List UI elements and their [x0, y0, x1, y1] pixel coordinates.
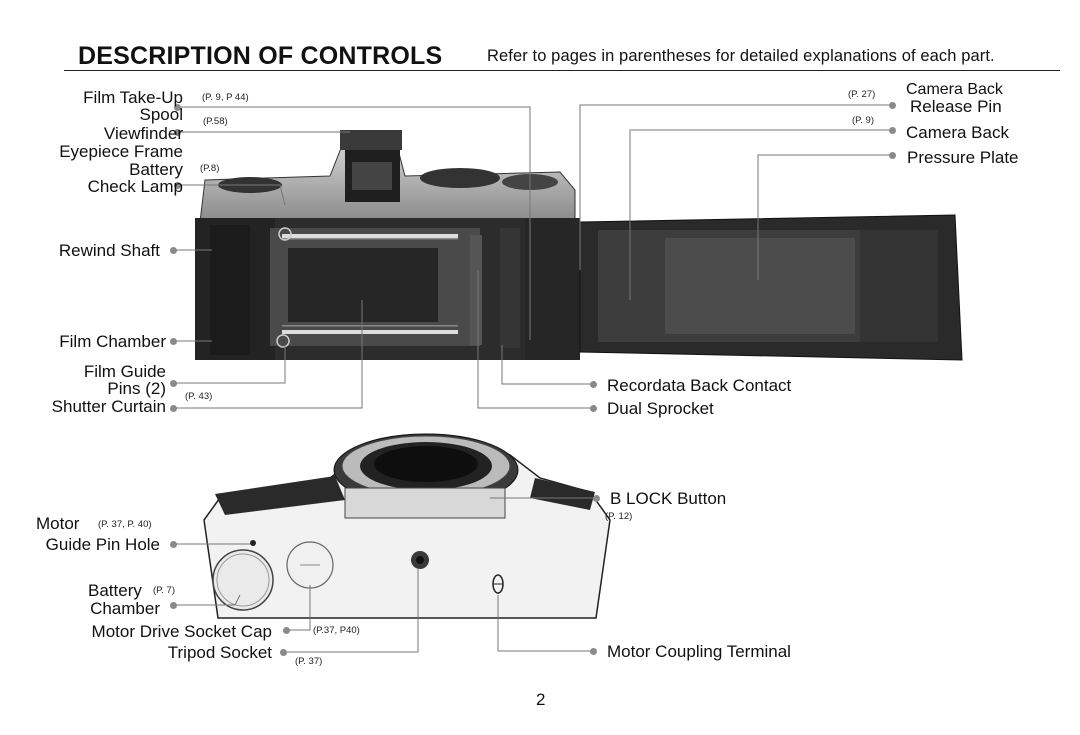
- ref-film-takeup: (P. 9, P 44): [202, 92, 249, 103]
- label-motor: Motor: [36, 514, 80, 533]
- leader-dot: [590, 405, 597, 412]
- leader-dot: [170, 338, 177, 345]
- title-rule: [64, 70, 1060, 71]
- label-chamber: Chamber: [90, 599, 160, 618]
- label-dual-sprocket: Dual Sprocket: [607, 399, 714, 418]
- ref-viewfinder: (P.58): [203, 116, 228, 127]
- leader-dot: [889, 127, 896, 134]
- label-camera-back-release-2: Release Pin: [910, 97, 1002, 116]
- page-subtitle: Refer to pages in parentheses for detail…: [487, 47, 995, 65]
- leader-dot: [590, 381, 597, 388]
- leader-dot: [283, 627, 290, 634]
- leader-dot: [170, 380, 177, 387]
- label-check-lamp: Check Lamp: [87, 177, 183, 196]
- leader-dot: [174, 182, 181, 189]
- label-battery-top: Battery: [129, 160, 183, 179]
- ref-film-guide: (P. 43): [185, 391, 213, 402]
- label-battery-bottom: Battery: [88, 581, 142, 600]
- leader-dot: [889, 102, 896, 109]
- label-pins: Pins (2): [107, 379, 166, 398]
- label-motor-drive-socket-cap: Motor Drive Socket Cap: [91, 622, 272, 641]
- camera-rear-view: [195, 130, 963, 361]
- ref-camera-back-release: (P. 27): [848, 89, 876, 100]
- leader-dot: [280, 649, 287, 656]
- camera-bottom-view: [203, 433, 611, 619]
- label-pressure-plate: Pressure Plate: [907, 148, 1019, 167]
- leader-dot: [590, 648, 597, 655]
- leader-dot: [170, 405, 177, 412]
- label-recordata: Recordata Back Contact: [607, 376, 792, 395]
- leader-lines: [176, 104, 893, 653]
- label-camera-back: Camera Back: [906, 123, 1009, 142]
- ref-b-lock: (P. 12): [605, 511, 633, 522]
- label-motor-coupling-terminal: Motor Coupling Terminal: [607, 642, 791, 661]
- label-eyepiece-frame: Eyepiece Frame: [59, 142, 183, 161]
- label-tripod-socket: Tripod Socket: [167, 643, 272, 662]
- leader-dot: [889, 152, 896, 159]
- label-film-guide: Film Guide: [83, 362, 166, 381]
- leader-dot: [174, 129, 181, 136]
- label-rewind-shaft: Rewind Shaft: [58, 241, 160, 260]
- label-viewfinder: Viewfinder: [103, 124, 183, 143]
- ref-motor: (P. 37, P. 40): [98, 519, 152, 530]
- page-number: 2: [536, 690, 546, 709]
- leader-dot: [593, 495, 600, 502]
- leader-dot: [170, 247, 177, 254]
- label-film-chamber: Film Chamber: [59, 332, 166, 351]
- label-spool: Spool: [139, 105, 183, 124]
- ref-tripod-socket: (P. 37): [295, 656, 323, 667]
- ref-camera-back: (P. 9): [852, 115, 875, 126]
- ref-battery-top: (P.8): [200, 163, 220, 174]
- label-b-lock: B LOCK Button: [610, 489, 727, 508]
- ref-motor-drive-socket-cap: (P.37, P40): [313, 625, 360, 636]
- ref-battery-bottom: (P. 7): [153, 585, 176, 596]
- label-guide-pin-hole: Guide Pin Hole: [45, 535, 160, 554]
- leader-dot: [170, 602, 177, 609]
- label-film-takeup: Film Take-Up: [83, 88, 183, 107]
- leader-dot: [170, 541, 177, 548]
- page-title: DESCRIPTION OF CONTROLS: [78, 42, 443, 70]
- label-shutter-curtain: Shutter Curtain: [51, 397, 166, 416]
- leader-dot: [174, 104, 181, 111]
- label-camera-back-release-1: Camera Back: [906, 81, 1003, 98]
